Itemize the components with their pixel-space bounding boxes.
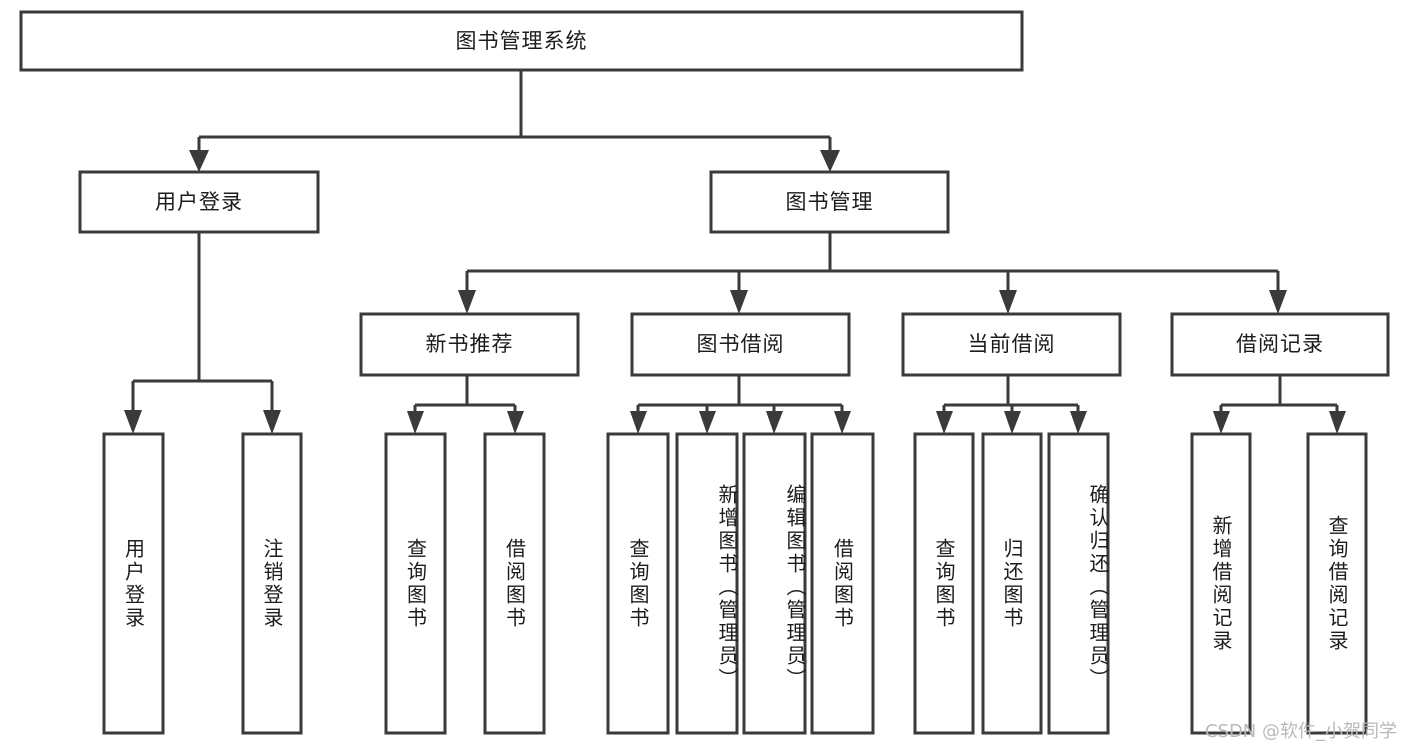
node-layer: 图书管理系统 用户登录 图书管理 新书推荐 图书借阅 当前 bbox=[19, 10, 1390, 735]
node-title[interactable]: 图书管理系统 bbox=[19, 10, 1024, 72]
leaf-box-borrow-book-1[interactable] bbox=[483, 432, 546, 735]
arrow-head-leaf-add-record bbox=[1213, 411, 1230, 434]
node-new-book-rec-box[interactable] bbox=[359, 312, 580, 377]
node-borrow-record-label: 借阅记录 bbox=[1236, 332, 1324, 356]
leaf-box-confirm-return[interactable] bbox=[1047, 432, 1110, 735]
leaf-box-user-login[interactable] bbox=[102, 432, 165, 735]
arrow-head-user-login bbox=[189, 150, 209, 172]
arrow-head-new-book-rec bbox=[458, 290, 476, 314]
node-user-login[interactable]: 用户登录 bbox=[78, 170, 320, 234]
csdn-watermark: CSDN @软件_小贺同学 bbox=[1204, 721, 1397, 742]
leaf-box-query-record[interactable] bbox=[1306, 432, 1368, 735]
node-new-book-rec[interactable]: 新书推荐 bbox=[359, 312, 580, 377]
node-book-manage-box[interactable] bbox=[709, 170, 950, 234]
node-book-manage[interactable]: 图书管理 bbox=[709, 170, 950, 234]
leaf-box-add-record[interactable] bbox=[1190, 432, 1252, 735]
leaf-box-query-book-1[interactable] bbox=[384, 432, 447, 735]
leaf-box-edit-book[interactable] bbox=[742, 432, 807, 735]
node-book-manage-label: 图书管理 bbox=[786, 190, 874, 214]
arrow-head-leaf-add-book bbox=[699, 411, 716, 434]
arrow-head-leaf-logout bbox=[263, 410, 281, 434]
arrow-head-leaf-confirm-return bbox=[1070, 411, 1087, 434]
arrow-head-book-borrow bbox=[730, 290, 748, 314]
arrow-head-borrow-record bbox=[1269, 290, 1287, 314]
node-book-borrow-label: 图书借阅 bbox=[697, 332, 785, 356]
arrow-head-leaf-query-book-1 bbox=[407, 411, 424, 434]
leaf-box-add-book[interactable] bbox=[675, 432, 739, 735]
node-user-login-label: 用户登录 bbox=[155, 190, 243, 214]
node-title-box[interactable] bbox=[19, 10, 1024, 72]
node-new-book-rec-label: 新书推荐 bbox=[426, 332, 514, 356]
node-current-borrow-box[interactable] bbox=[901, 312, 1122, 377]
arrow-head-leaf-edit-book bbox=[766, 411, 783, 434]
node-title-label: 图书管理系统 bbox=[456, 29, 588, 53]
leaf-box-query-book-3[interactable] bbox=[913, 432, 975, 735]
arrow-head-leaf-query-record bbox=[1329, 411, 1346, 434]
arrow-head-current-borrow bbox=[999, 290, 1017, 314]
connector-layer bbox=[124, 70, 1346, 434]
node-book-borrow-box[interactable] bbox=[630, 312, 851, 377]
arrow-head-leaf-return-book bbox=[1004, 411, 1021, 434]
arrow-head-book-manage bbox=[820, 150, 840, 172]
node-current-borrow-label: 当前借阅 bbox=[968, 332, 1056, 356]
arrow-head-leaf-borrow-book-2 bbox=[834, 411, 851, 434]
arrow-head-leaf-user-login bbox=[124, 410, 142, 434]
node-borrow-record[interactable]: 借阅记录 bbox=[1170, 312, 1390, 377]
arrow-head-leaf-query-book-2 bbox=[630, 411, 647, 434]
node-book-borrow[interactable]: 图书借阅 bbox=[630, 312, 851, 377]
arrow-head-leaf-query-book-3 bbox=[936, 411, 953, 434]
node-current-borrow[interactable]: 当前借阅 bbox=[901, 312, 1122, 377]
arrow-head-leaf-borrow-book-1 bbox=[507, 411, 524, 434]
node-borrow-record-box[interactable] bbox=[1170, 312, 1390, 377]
leaf-box-return-book[interactable] bbox=[981, 432, 1043, 735]
leaf-box-query-book-2[interactable] bbox=[606, 432, 670, 735]
leaf-box-borrow-book-2[interactable] bbox=[810, 432, 875, 735]
node-user-login-box[interactable] bbox=[78, 170, 320, 234]
leaf-box-logout[interactable] bbox=[241, 432, 303, 735]
